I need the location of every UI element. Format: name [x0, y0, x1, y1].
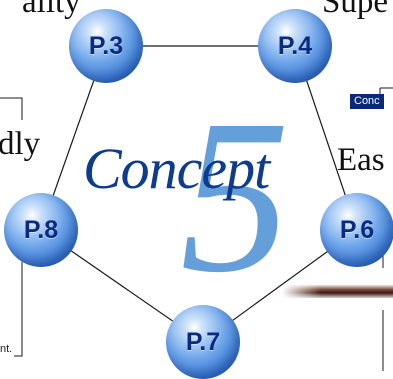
- node-p7[interactable]: P.7: [166, 305, 240, 379]
- fragment-small-text: nt.: [0, 343, 13, 355]
- decorative-bar-fade: [282, 285, 393, 298]
- node-p8[interactable]: P.8: [4, 193, 78, 267]
- concept-title: Concept: [83, 136, 270, 201]
- diagram-lines: 5: [0, 45, 393, 371]
- fragment-top-right: Supe: [322, 0, 388, 20]
- node-p3[interactable]: P.3: [69, 9, 143, 83]
- fragment-top-left: ality: [22, 0, 81, 20]
- node-label: P.6: [339, 215, 375, 244]
- fragment-mid-right: Eas: [337, 142, 385, 178]
- big-digit: 5: [180, 74, 290, 318]
- node-label: P.3: [88, 31, 124, 60]
- node-label: P.8: [23, 215, 59, 244]
- node-p4[interactable]: P.4: [258, 9, 332, 83]
- left-bracket-top: [0, 97, 23, 120]
- concept-tag: Conc: [350, 94, 384, 109]
- fragment-mid-left: dly: [0, 126, 41, 162]
- node-label: P.7: [185, 327, 221, 356]
- node-label: P.4: [277, 31, 313, 60]
- node-p6[interactable]: P.6: [320, 193, 393, 267]
- left-bracket-bottom: [14, 262, 23, 357]
